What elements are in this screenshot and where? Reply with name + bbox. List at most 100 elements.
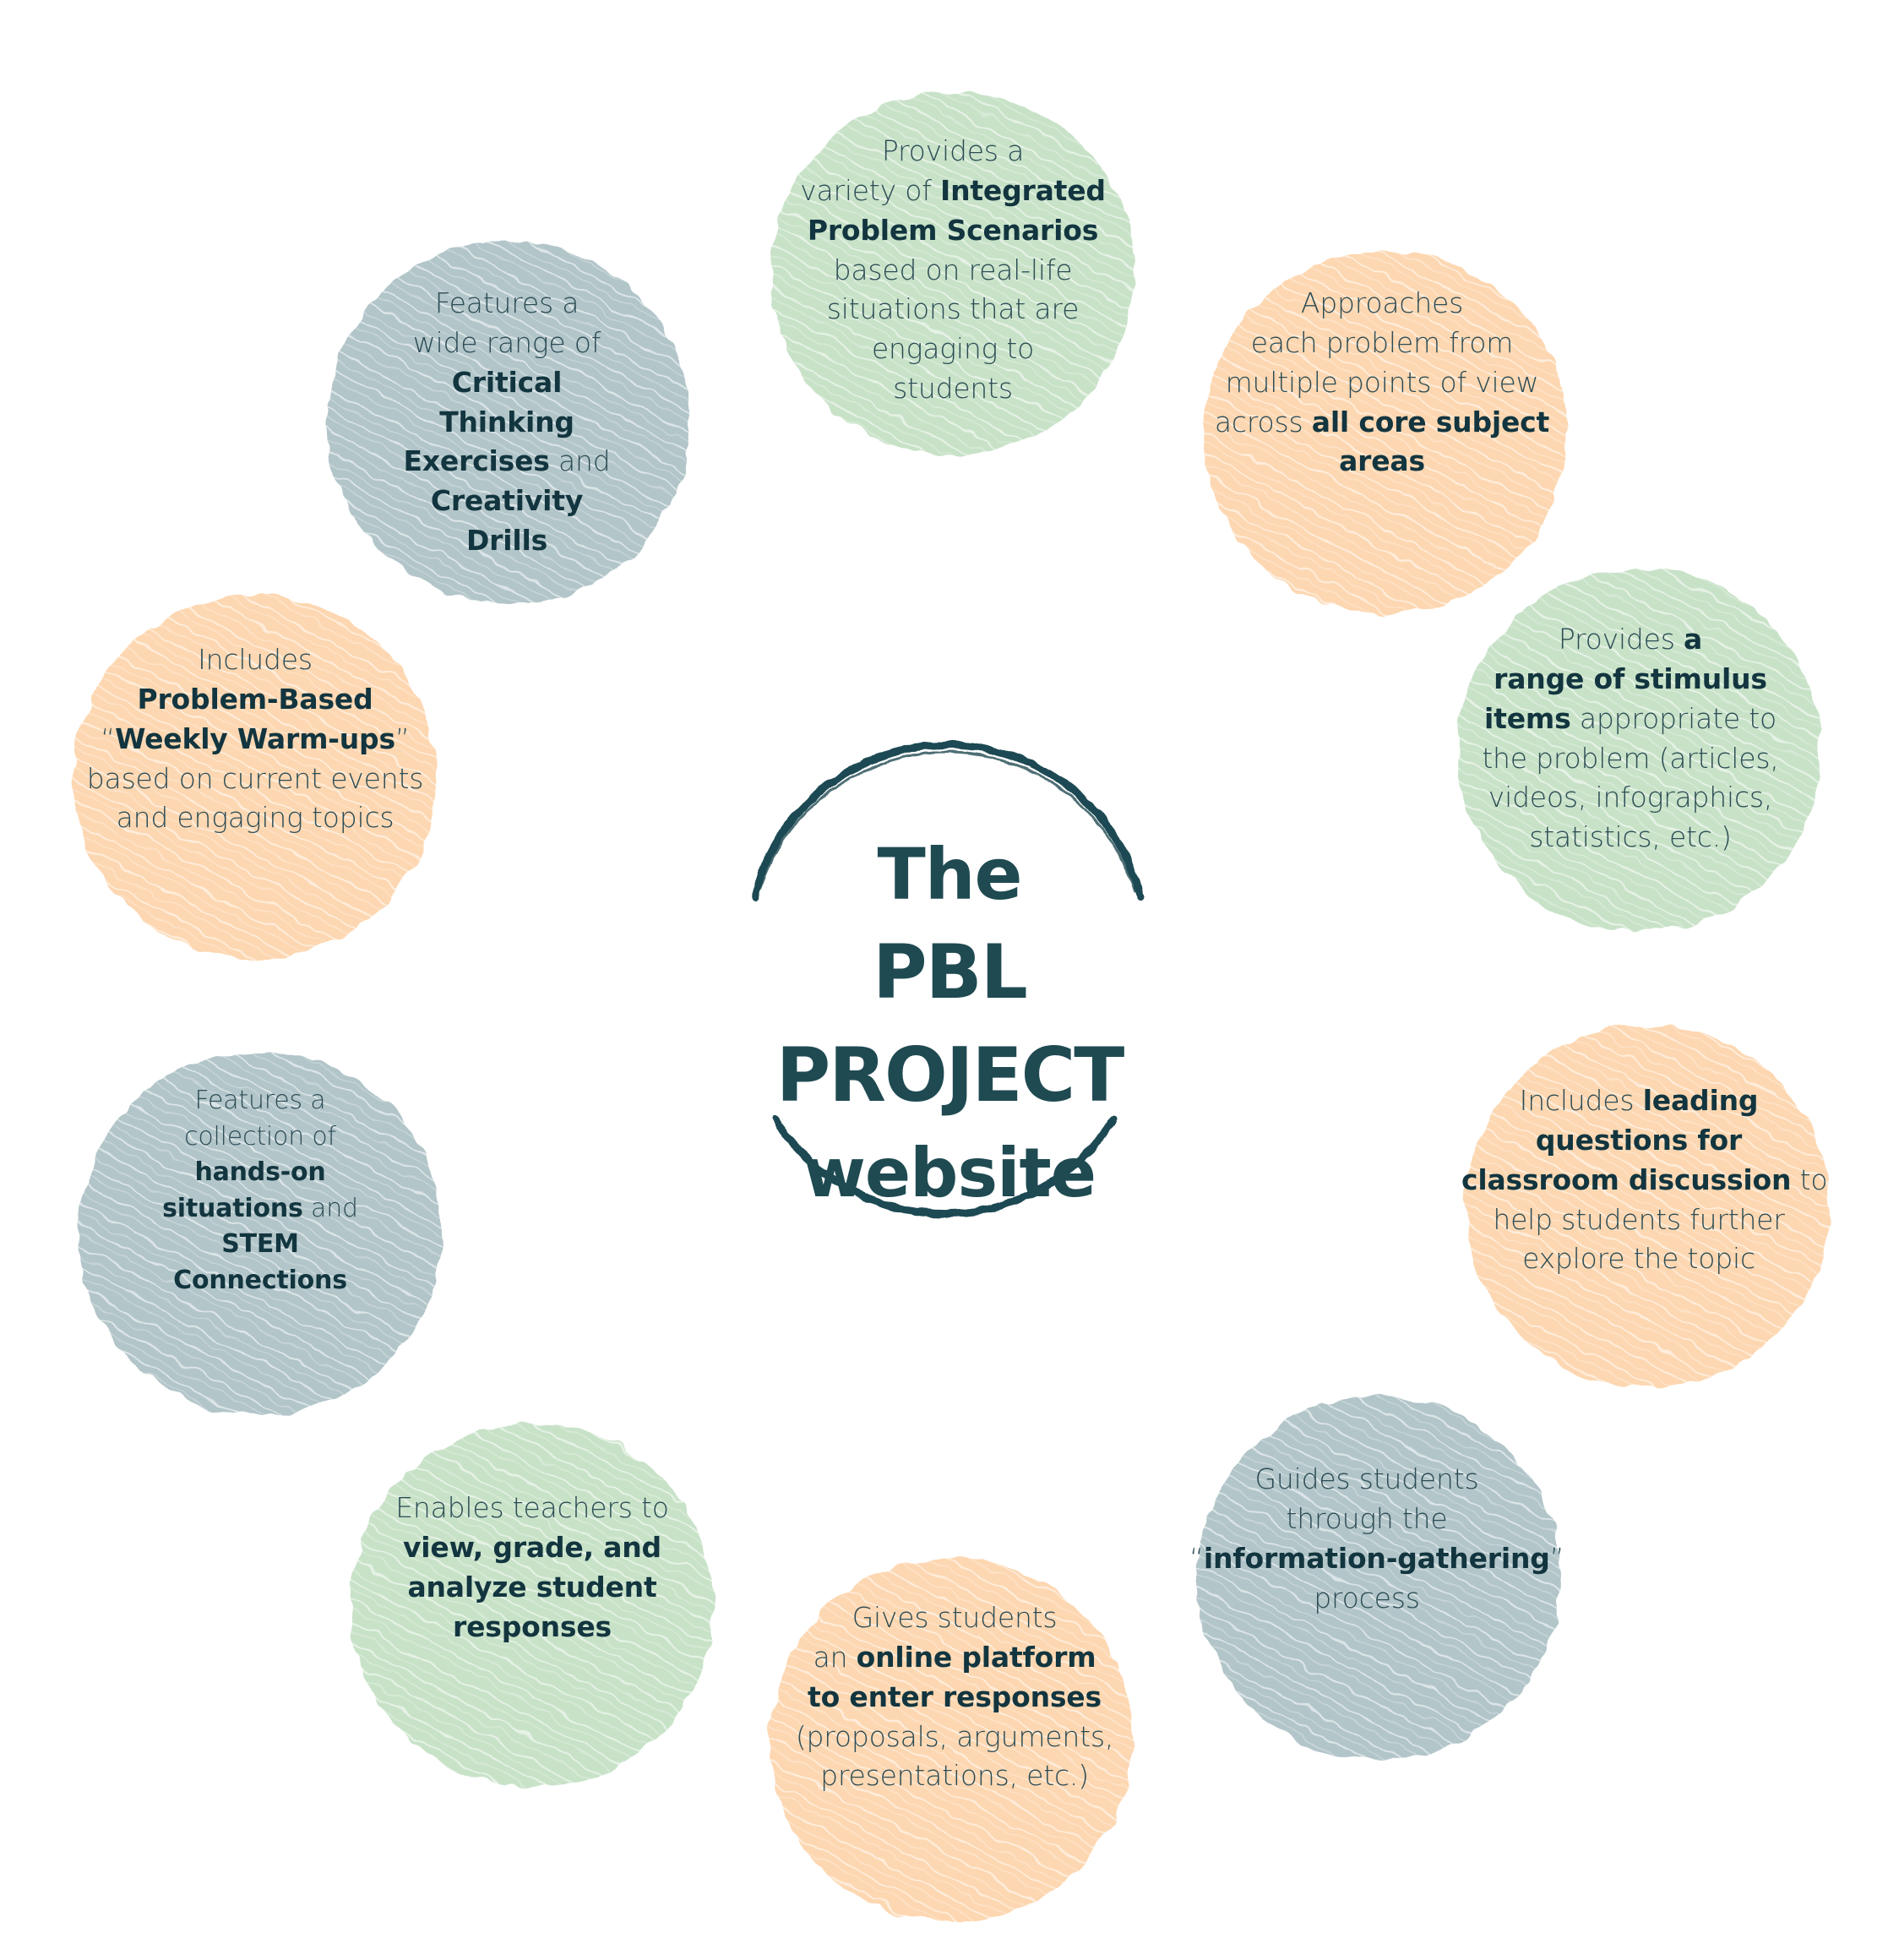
node-text-line: Problem Scenarios <box>767 211 1139 251</box>
node-text-line: Exercises and <box>338 442 676 482</box>
node-text-run: engaging to <box>871 332 1035 366</box>
node-text-line: wide range of <box>338 324 676 363</box>
node-text-run: across <box>1214 405 1312 438</box>
node-text-run: explore the topic <box>1522 1242 1755 1276</box>
center-title: The PBL PROJECT website <box>696 828 1203 1220</box>
node-text-bold-run: online platform <box>856 1640 1096 1674</box>
node-text-line: variety of Integrated <box>767 172 1139 211</box>
node-text-line: situations that are <box>767 290 1139 329</box>
node-text-run: and <box>302 1193 358 1223</box>
node-text-line: videos, infographics, <box>1453 778 1808 818</box>
node-text-line: questions for <box>1461 1121 1816 1161</box>
node-text-bold-run: classroom discussion <box>1461 1162 1792 1196</box>
node-text-bold-run: hands-on <box>194 1157 326 1188</box>
node-text-run: Approaches <box>1300 286 1464 319</box>
node-text-bold-run: responses <box>453 1609 612 1643</box>
node-text-run: appropriate to <box>1570 701 1777 735</box>
node-circle-stem-connections <box>79 1052 442 1415</box>
node-circle-information-gathering <box>1197 1396 1560 1760</box>
center-ring <box>750 741 1145 1218</box>
node-text-line: Problem-Based <box>78 680 433 720</box>
node-text-line: students <box>767 369 1139 409</box>
node-text-run: and <box>549 444 611 478</box>
node-text-line: “Weekly Warm-ups” <box>78 720 433 760</box>
node-text-line: Guides students <box>1189 1460 1544 1500</box>
node-text-line: analyze student <box>355 1568 710 1608</box>
node-text-line: based on real-life <box>767 251 1139 291</box>
center-title-line-2: PBL PROJECT <box>775 928 1125 1119</box>
node-text-run: Provides a <box>881 134 1025 167</box>
center-ring-top-arc-2 <box>759 751 1136 893</box>
node-text-line: Includes <box>78 640 433 680</box>
node-text-bold-run: view, grade, and <box>403 1530 661 1564</box>
node-text-line: Enables teachers to <box>355 1489 710 1528</box>
node-text-bold-run: information-gathering <box>1203 1541 1550 1575</box>
node-text-line: Drills <box>338 521 676 561</box>
node-text-run: the problem (articles, <box>1482 741 1779 775</box>
node-text-line: range of stimulus <box>1453 660 1808 700</box>
node-text-bold-run: areas <box>1339 444 1425 478</box>
node-circle-core-subject-areas <box>1204 251 1567 614</box>
node-text-line: Creativity <box>338 482 676 521</box>
node-text-line: Connections <box>108 1263 412 1299</box>
node-text-bold-run: all core subject <box>1311 405 1550 438</box>
center-title-line-1: The <box>877 833 1022 916</box>
node-text-line: across all core subject <box>1205 403 1559 443</box>
node-circle-online-platform <box>770 1559 1133 1922</box>
node-text-run: Enables teachers to <box>395 1491 669 1524</box>
node-text-bold-run: Connections <box>173 1265 347 1295</box>
node-text-line: Features a <box>108 1083 412 1119</box>
node-text-line: areas <box>1205 442 1559 482</box>
node-text-bold-run: Weekly Warm-ups <box>115 721 395 755</box>
node-text-run: and engaging topics <box>116 801 394 835</box>
node-text-line: Approaches <box>1205 284 1559 324</box>
node-text-run: statistics, etc.) <box>1529 820 1732 854</box>
node-text-bold-run: items <box>1484 701 1571 735</box>
node-text-bold-run: Creativity <box>430 484 584 518</box>
node-circles <box>73 92 1829 1922</box>
node-text-bold-run: a <box>1684 623 1703 656</box>
node-text-run: ” <box>1549 1541 1564 1575</box>
node-text-run: process <box>1314 1581 1420 1614</box>
node-text-run: students <box>893 372 1013 406</box>
node-text-run: an <box>813 1640 857 1674</box>
node-text-line: to enter responses <box>777 1678 1132 1718</box>
node-text-line: the problem (articles, <box>1453 739 1808 779</box>
node-text-run: Guides students <box>1254 1462 1479 1495</box>
node-text-line: Thinking <box>338 403 676 443</box>
node-text-run: “ <box>101 721 116 755</box>
node-text-bold-run: to enter responses <box>808 1680 1102 1713</box>
node-text-line: Gives students <box>777 1598 1132 1638</box>
node-text-teacher-grading: Enables teachers to view, grade, and analy… <box>355 1489 710 1647</box>
node-text-run: each problem from <box>1250 325 1514 359</box>
node-text-line: situations and <box>108 1191 412 1228</box>
node-text-line: Provides a <box>767 132 1139 172</box>
node-text-run: “ <box>1189 1541 1204 1575</box>
node-text-bold-run: leading <box>1642 1084 1759 1117</box>
center-title-line-3: website <box>803 1134 1096 1212</box>
node-circle-integrated-problem-scenarios <box>771 92 1135 455</box>
node-text-line: each problem from <box>1205 324 1559 363</box>
center-ring-top-arc <box>750 741 1145 901</box>
node-text-line: and engaging topics <box>78 798 433 838</box>
node-text-line: Critical <box>338 363 676 403</box>
node-text-line: engaging to <box>767 329 1139 369</box>
node-text-run: Gives students <box>852 1601 1058 1634</box>
node-text-run: videos, infographics, <box>1488 781 1773 814</box>
node-text-bold-run: Thinking <box>439 405 574 438</box>
node-text-line: process <box>1189 1579 1544 1619</box>
node-text-line: presentations, etc.) <box>777 1756 1132 1796</box>
node-circle-leading-questions <box>1466 1025 1829 1388</box>
node-text-run: variety of <box>800 173 940 207</box>
node-text-line: hands-on <box>108 1155 412 1191</box>
node-circle-stimulus-items <box>1457 569 1820 932</box>
node-text-run: based on current events <box>86 761 424 795</box>
node-text-line: an online platform <box>777 1638 1132 1678</box>
node-text-run: situations that are <box>826 292 1080 326</box>
center-ring-bottom-arc-2 <box>780 1124 1110 1217</box>
